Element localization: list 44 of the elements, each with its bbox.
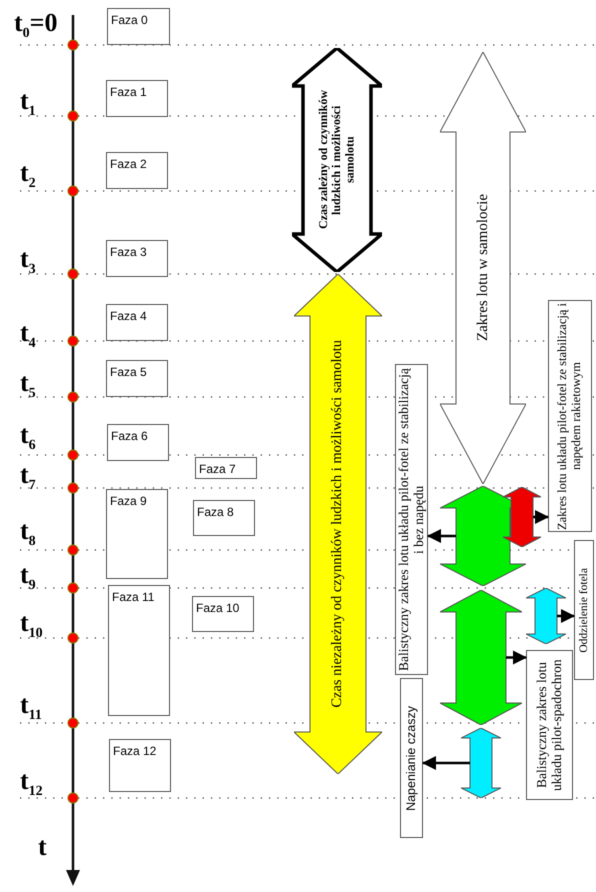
label-box	[548, 300, 592, 532]
time-label: t$_{11}$	[20, 690, 42, 724]
phase-box: Faza 7	[195, 457, 257, 479]
rotated-label: Zakres lotu w samolocie	[474, 194, 492, 342]
label-box	[526, 650, 573, 800]
label-box	[400, 678, 423, 838]
time-label: t$_{9}$	[20, 560, 36, 594]
phase-box: Faza 8	[193, 500, 255, 536]
phase-box: Faza 5	[106, 360, 168, 397]
time-label: t$_{4}$	[20, 318, 36, 352]
time-label: t$_{1}$	[20, 86, 36, 120]
arrow	[533, 510, 549, 524]
time-label: t$_{12}$	[20, 766, 43, 800]
arrow	[557, 609, 575, 623]
phase-box: Faza 1	[106, 80, 168, 117]
rotated-label: Czas niezależny od czynników ludzkich i możliwości samolotu	[330, 340, 346, 708]
rotated-label: Czas zależny od czynników ludzkich i możliwości samolotu	[317, 89, 357, 231]
time-label: t$_{10}$	[20, 608, 43, 642]
rotated-label: Napenianie czaszy	[404, 706, 418, 810]
rotated-label: Zakres lotu układu pilot-fotel ze stabilizacją i napędem rakietowym	[556, 302, 584, 531]
phase-box: Faza 4	[106, 304, 168, 341]
phase-box: Faza 12	[109, 739, 171, 792]
arrow	[506, 650, 527, 664]
phase-box: Faza 0	[107, 8, 170, 45]
rotated-label: Oddzielenie fotela	[578, 568, 590, 652]
arrow	[422, 756, 470, 770]
time-label: t	[38, 832, 47, 862]
time-label: t$_{3}$	[20, 244, 36, 278]
time-label: t$_{2}$	[20, 158, 36, 192]
rotated-label: Balistyczny zakres lotu układu pilot-fotel ze stabilizacją i bez napędu	[396, 367, 426, 673]
time-label: t$_{5}$	[20, 368, 36, 402]
time-label: t$_{8}$	[20, 516, 36, 550]
arrow	[427, 529, 456, 543]
phase-box: Faza 3	[106, 240, 168, 277]
phase-box: Faza 2	[106, 152, 168, 189]
label-box	[574, 540, 594, 680]
phase-box: Faza 9	[106, 489, 168, 579]
time-label: t$_{0}$=0	[14, 8, 58, 42]
rotated-label: Balistyczny zakres lotu układu pilot-spadochron	[534, 658, 564, 793]
phase-box: Faza 6	[107, 424, 169, 461]
time-label: t$_{6}$	[20, 420, 36, 454]
time-label: t$_{7}$	[20, 460, 36, 494]
phase-box: Faza 11	[108, 585, 170, 716]
phase-box: Faza 10	[192, 596, 254, 632]
